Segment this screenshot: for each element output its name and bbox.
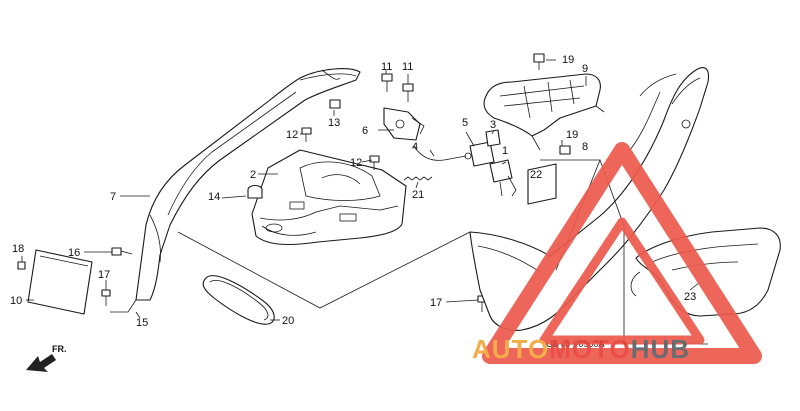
callout-15: 15 xyxy=(136,317,148,329)
front-arrow-icon xyxy=(26,354,56,372)
callout-2: 2 xyxy=(250,169,256,181)
fasteners xyxy=(17,53,571,312)
caution-label xyxy=(527,163,557,205)
callout-23: 23 xyxy=(684,291,696,303)
panel-lid xyxy=(27,249,93,315)
callout-7: 7 xyxy=(110,191,116,203)
spring xyxy=(403,176,433,181)
callout-12: 12 xyxy=(350,157,362,169)
watermark-hub: HUB xyxy=(631,334,690,364)
callout-18: 18 xyxy=(12,243,24,255)
watermark-moto: MOTO xyxy=(549,334,631,364)
seat-latch xyxy=(383,107,425,141)
seal-ring xyxy=(202,275,275,325)
front-direction-label: FR. xyxy=(52,344,67,354)
callout-5: 5 xyxy=(462,117,468,129)
callout-19: 19 xyxy=(562,54,574,66)
callout-10: 10 xyxy=(10,295,22,307)
warning-triangle-icon xyxy=(482,142,762,364)
callout-8: 8 xyxy=(582,141,588,153)
callout-9: 9 xyxy=(582,63,588,75)
callout-13: 13 xyxy=(328,117,340,129)
callout-17: 17 xyxy=(430,297,442,309)
assembly-divider-line xyxy=(177,231,471,309)
callout-11: 11 xyxy=(402,61,413,73)
front-direction-indicator: FR. xyxy=(26,344,67,372)
callout-6: 6 xyxy=(362,125,368,137)
watermark-auto: AUTO xyxy=(472,334,549,364)
latch-cable xyxy=(413,145,472,161)
callout-19: 19 xyxy=(566,129,578,141)
callout-14: 14 xyxy=(208,191,220,203)
callout-22: 22 xyxy=(530,169,542,181)
callout-20: 20 xyxy=(282,315,294,327)
callout-12: 12 xyxy=(286,129,298,141)
rubber-cap xyxy=(247,184,263,199)
left-side-cover xyxy=(110,68,361,313)
callout-21: 21 xyxy=(412,189,424,201)
callout-11: 11 xyxy=(381,61,392,73)
svg-text:AUTOMOTOHUB: AUTOMOTOHUB xyxy=(472,334,690,364)
key-cylinder xyxy=(489,159,517,197)
luggage-rack xyxy=(483,73,605,151)
callout-4: 4 xyxy=(412,141,418,153)
callout-3: 3 xyxy=(490,119,496,131)
lock-holder xyxy=(469,129,501,167)
under-seat-tray xyxy=(251,149,407,245)
watermark: AUTOMOTOHUB xyxy=(472,142,762,364)
callout-17: 17 xyxy=(98,269,110,281)
callout-16: 16 xyxy=(68,247,80,259)
callout-1: 1 xyxy=(502,145,508,157)
